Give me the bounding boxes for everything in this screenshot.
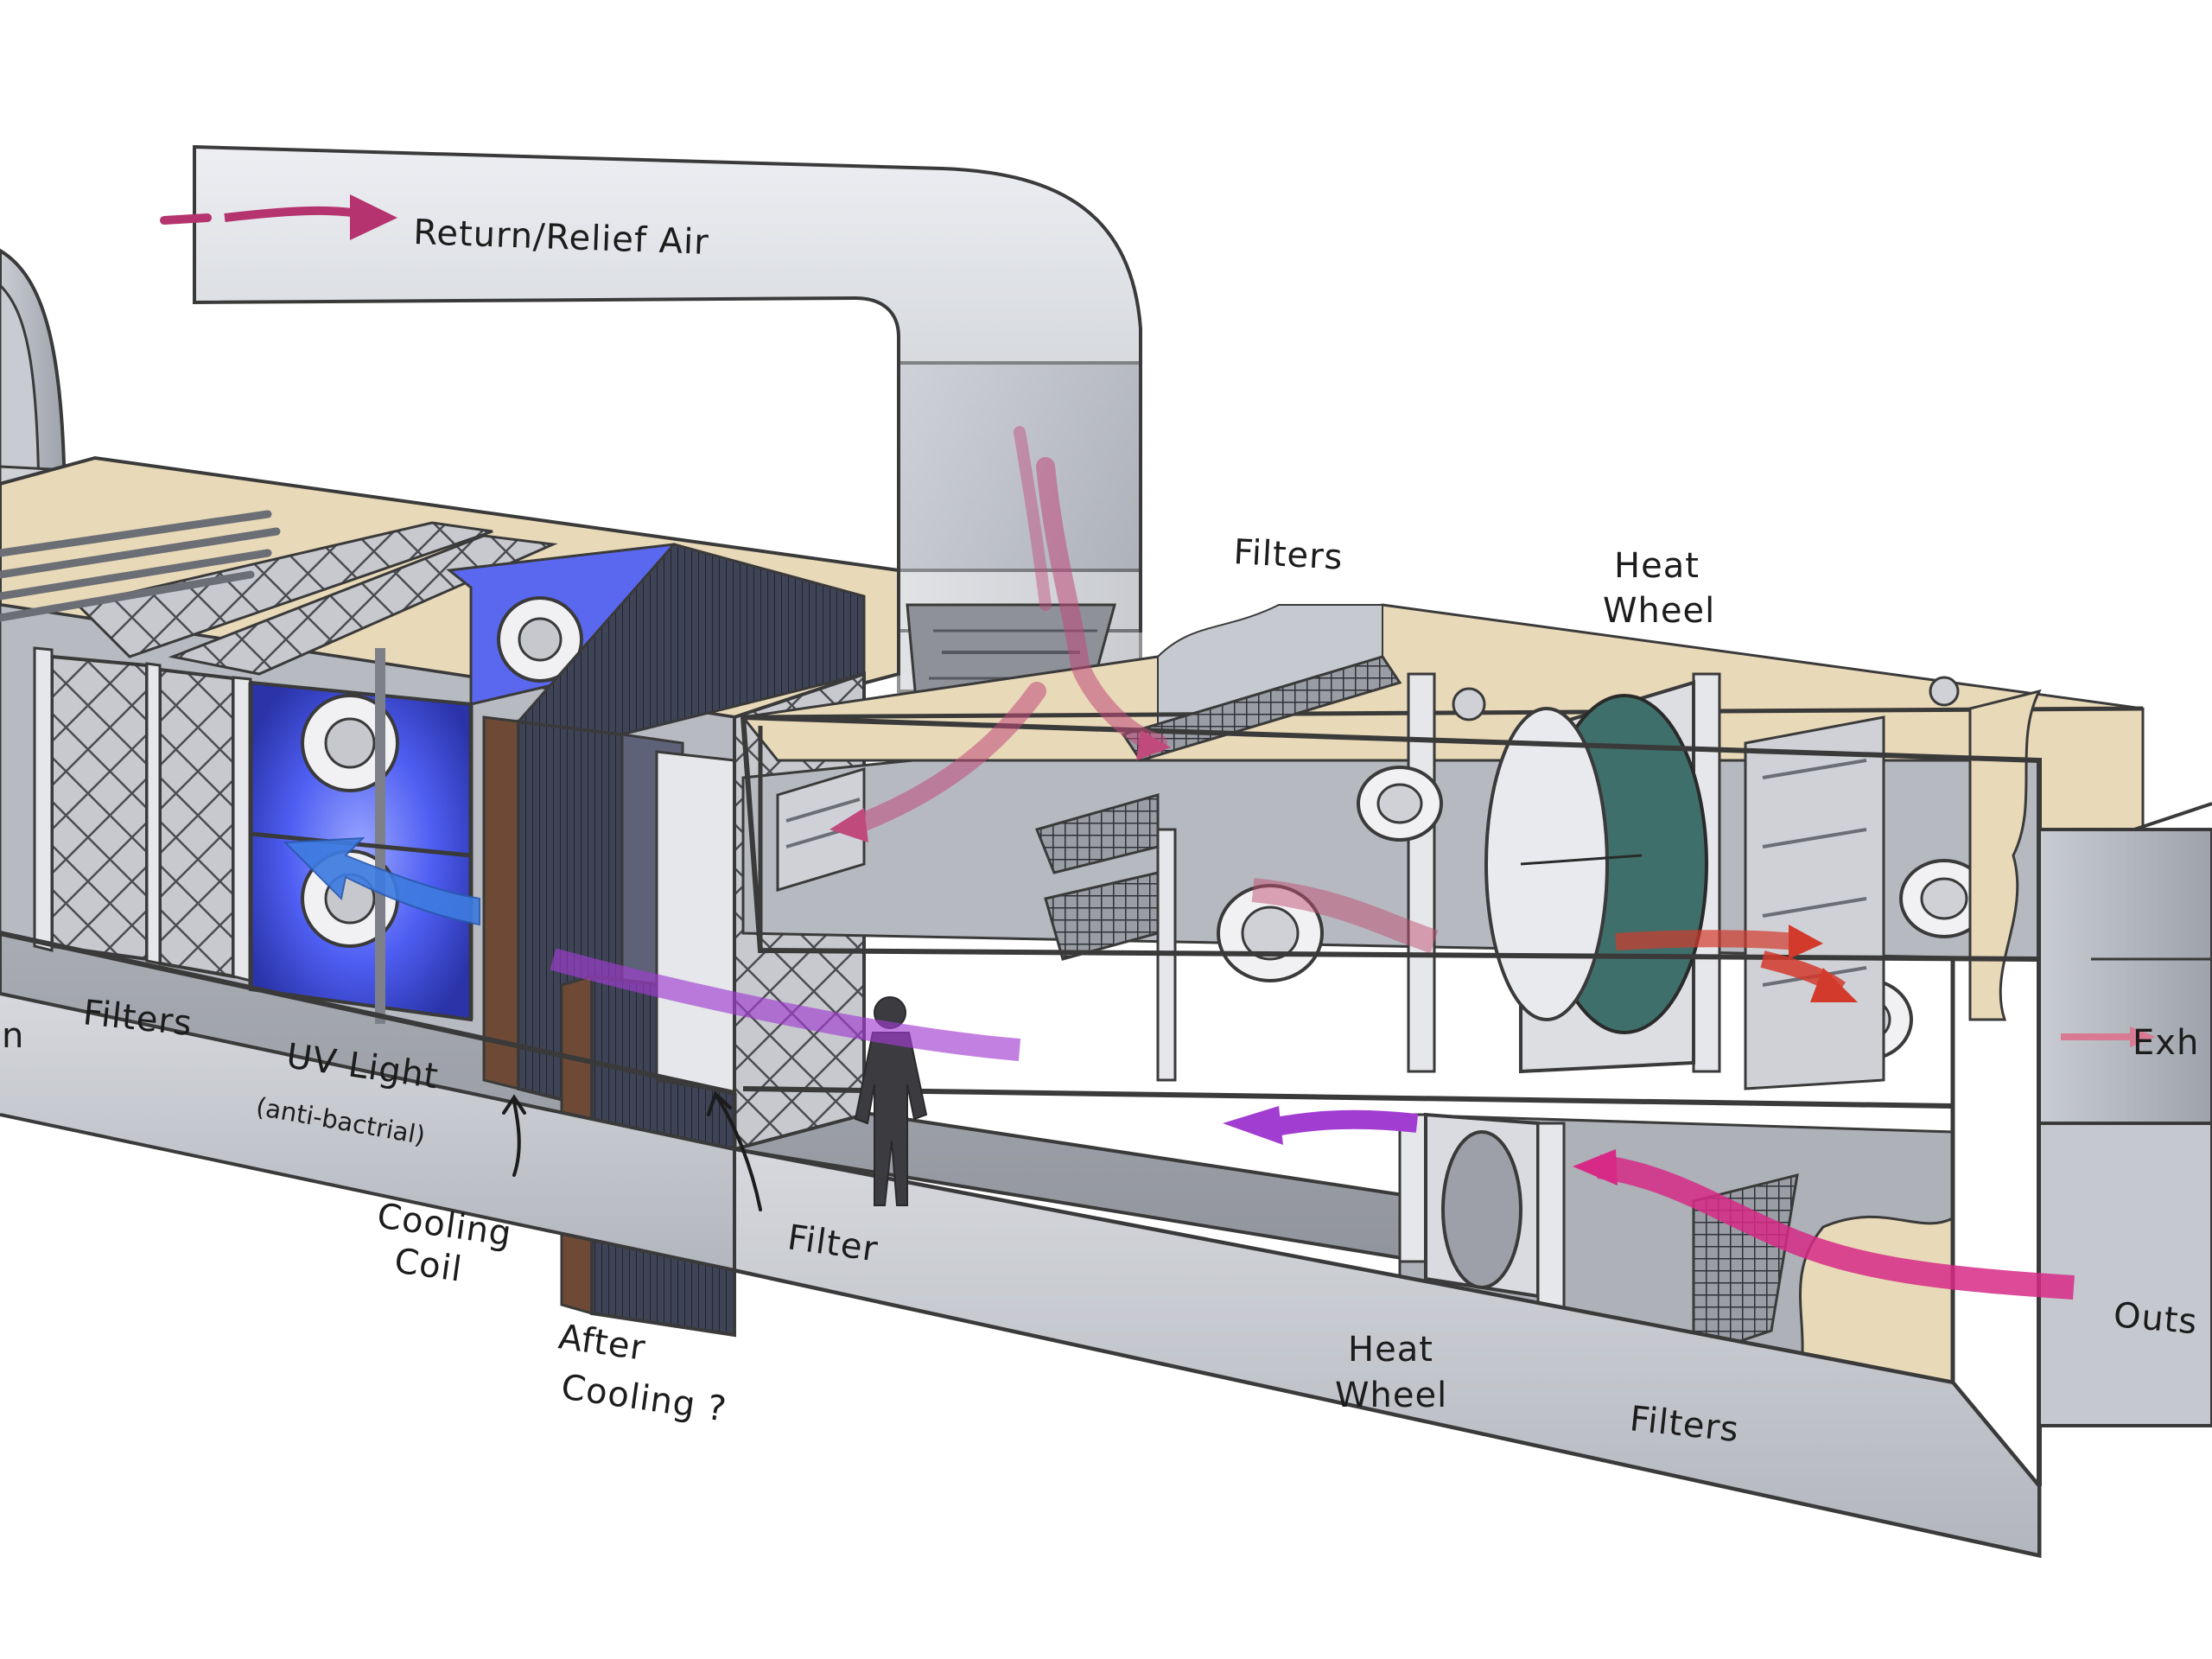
label-heat-wheel-lower-2: Wheel: [1335, 1376, 1447, 1415]
label-heat-wheel-upper-2: Wheel: [1603, 591, 1715, 631]
label-filters-upper: Filters: [1232, 532, 1344, 578]
ahu-front-face: [733, 1147, 2041, 1558]
label-heat-wheel-upper-1: Heat: [1614, 546, 1700, 586]
label-after-cooling-1: After: [556, 1317, 648, 1369]
supply-flow-arrows: [550, 948, 1419, 1145]
outside-air-arrow: [1573, 1149, 2075, 1300]
return-down-arrows: [830, 426, 1171, 842]
pointer-arrows: [502, 1090, 762, 1211]
label-exhaust-partial: Exh: [2133, 1023, 2199, 1063]
fan-icon: [497, 596, 583, 683]
label-heat-wheel-lower-1: Heat: [1348, 1330, 1433, 1370]
port-icon: [1929, 676, 1960, 707]
label-cooling-coil-2: Coil: [392, 1241, 465, 1289]
fan-icon: [1899, 859, 1989, 938]
person-silhouette: [854, 996, 928, 1206]
fan-icon: [1357, 766, 1443, 842]
top-left-rods: [0, 510, 281, 622]
label-left-partial: n: [2, 1016, 24, 1056]
uv-fan-section: [248, 543, 676, 1024]
cool-air-arrow: [283, 836, 480, 926]
label-outside-partial: Outs: [2112, 1295, 2199, 1342]
label-after-cooling-2: Cooling ?: [559, 1367, 729, 1429]
right-side-duct: [2037, 802, 2212, 1427]
heat-wheel-upper: [1484, 680, 1708, 1074]
exhaust-flow-arrows: [1251, 878, 2156, 1047]
heat-wheel-lower: [1424, 1112, 1540, 1299]
fan-icon: [1217, 884, 1324, 982]
port-icon: [1452, 687, 1486, 721]
return-air-arrow: [160, 194, 397, 240]
fan-icon: [301, 694, 399, 792]
